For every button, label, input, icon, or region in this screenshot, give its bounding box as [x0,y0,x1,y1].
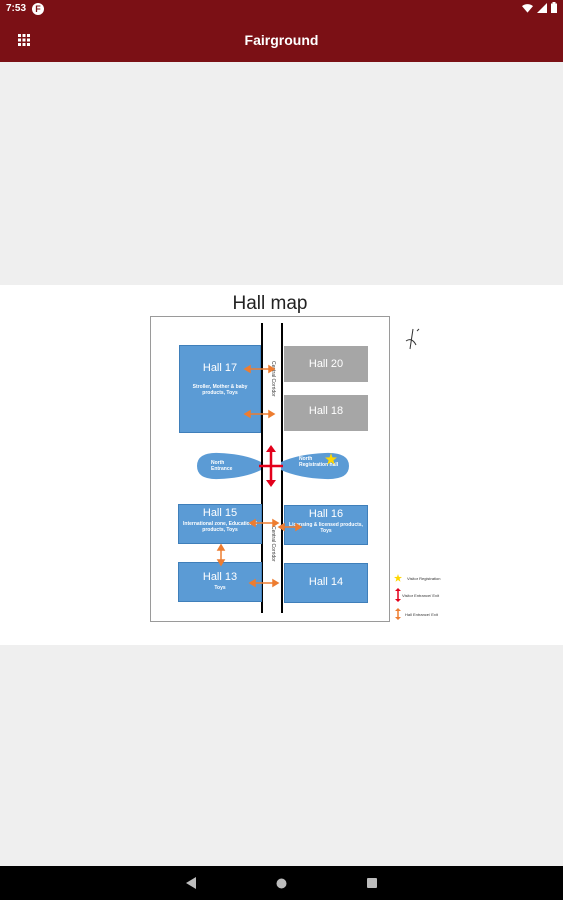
hall-entrance-arrows [216,364,303,588]
status-time: 7:53 [6,3,27,14]
visitor-registration-star-icon [325,453,337,465]
legend-red-arrow-icon [395,588,401,602]
hall-15[interactable]: Hall 15 International zone, Educational … [178,504,262,544]
hall-13-desc: Toys [214,585,226,591]
hall-map-panel[interactable]: Hall map Central Corridor Central Corrid… [0,285,563,645]
hall-13-name: Hall 13 [202,571,238,583]
hall-18-name: Hall 18 [308,405,344,417]
hall-17-name: Hall 17 [202,362,238,374]
hall-map-title: Hall map [232,293,308,314]
status-bar: 7:53 F [0,0,563,18]
legend-hall-entrance: Hall Entrance/ Exit [405,612,438,617]
compass-icon [405,328,420,350]
legend-visitor-registration: Visitor Registration [407,576,441,581]
north-entrance-label: North Entrance [211,460,241,472]
app-title: Fairground [244,32,319,48]
grid-icon [18,34,30,46]
hall-17[interactable]: Hall 17 Stroller, Mother & baby products… [179,345,261,433]
system-nav-bar [0,866,563,900]
legend-visitor-entrance: Visitor Entrance/ Exit [402,593,440,598]
hall-15-desc: International zone, Educational products… [183,521,257,533]
signal-icon [537,2,547,13]
corridor-left-line [261,323,263,613]
wifi-icon [522,3,533,13]
apps-grid-button[interactable] [15,31,33,49]
hall-20[interactable]: Hall 20 [284,346,368,382]
hall-14-name: Hall 14 [308,576,344,588]
app-notification-icon: F [32,3,44,15]
visitor-entrance-arrow-icon [259,445,283,487]
hall-15-name: Hall 15 [202,507,238,519]
app-bar: Fairground [0,18,563,62]
hall-13[interactable]: Hall 13 Toys [178,562,262,602]
home-button-icon[interactable] [276,878,287,889]
status-icons [522,2,557,13]
hall-20-name: Hall 20 [308,358,344,370]
hall-16-name: Hall 16 [308,508,344,520]
hall-map-frame: Central Corridor Central Corridor Hall 1… [150,316,390,622]
hall-18[interactable]: Hall 18 [284,395,368,431]
hall-17-desc: Stroller, Mother & baby products, Toys [192,384,248,396]
hall-16-desc: Licensing & licensed products, Toys [289,522,363,534]
legend-orange-arrow-icon [395,608,401,620]
battery-icon [551,2,557,13]
legend-star-icon [394,574,402,582]
hall-14[interactable]: Hall 14 [284,563,368,603]
recents-button-icon[interactable] [367,878,377,888]
back-button-icon[interactable] [186,877,196,889]
